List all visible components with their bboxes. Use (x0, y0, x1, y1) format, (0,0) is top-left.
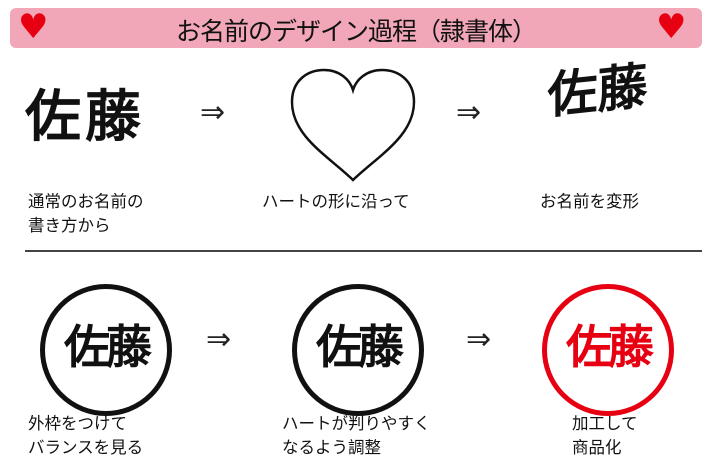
title-bar (10, 8, 702, 48)
seal-frame: 佐藤 (40, 284, 172, 416)
seal-product: 佐藤 (542, 284, 674, 416)
seal-name: 佐藤 (64, 320, 152, 374)
plain-name: 佐藤 (25, 84, 145, 150)
heart-icon: ♥ (18, 7, 49, 47)
step-caption: 外枠をつけて バランスを見る (28, 414, 144, 457)
step-caption: お名前を変形 (540, 192, 639, 211)
stylized-name: 佐藤 (535, 56, 660, 126)
seal-frame: 佐藤 (292, 284, 424, 416)
page-title: お名前のデザイン過程（隷書体） (175, 17, 537, 46)
seal-name: 佐藤 (316, 320, 404, 374)
heart-icon: ♥ (656, 7, 687, 47)
seal-name: 佐藤 (566, 320, 654, 374)
heart-outline-icon (290, 68, 416, 182)
step-caption: 加工して 商品化 (572, 414, 638, 457)
step-caption: 通常のお名前の 書き方から (28, 192, 144, 235)
step-caption: ハートが判りやすく なるよう調整 (282, 414, 431, 457)
step-caption: ハートの形に沿って (262, 192, 410, 211)
arrow-icon: ⇒ (200, 95, 226, 130)
arrow-icon: ⇒ (206, 322, 232, 357)
stylized-name-text: 佐藤 (547, 55, 648, 126)
arrow-icon: ⇒ (456, 95, 482, 130)
arrow-icon: ⇒ (466, 322, 492, 357)
divider (25, 250, 702, 252)
